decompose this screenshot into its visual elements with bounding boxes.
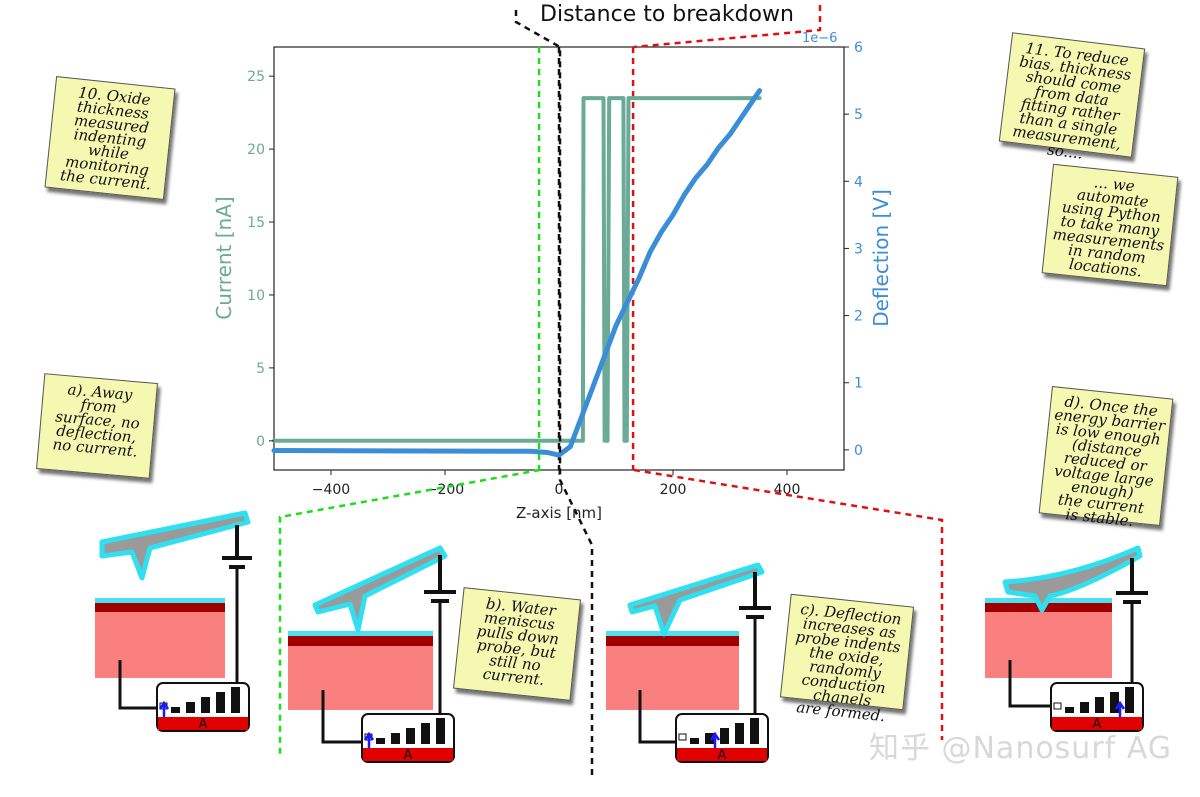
ammeter-label: A: [404, 748, 413, 763]
y-tick-label: 25: [247, 69, 265, 85]
stage-c-illustration: [606, 562, 771, 744]
ammeter-0: A: [156, 682, 250, 732]
ammeter-1: A: [361, 713, 455, 763]
y-right-tick-label: 2: [854, 309, 863, 325]
y-right-tick-label: 4: [854, 174, 863, 190]
y-right-tick-label: 5: [854, 107, 863, 123]
meter-bar: [171, 707, 180, 713]
meter-bar: [720, 728, 729, 744]
x-axis-label: Z-axis [nm]: [516, 504, 602, 522]
meter-bar: [201, 697, 210, 713]
note-d: d). Once the energy barrier is low enoug…: [1038, 385, 1174, 530]
y-tick-label: 20: [247, 142, 265, 158]
green-connector: [278, 468, 541, 755]
ammeter-2: A: [675, 713, 769, 763]
meter-bar: [216, 692, 225, 713]
meter-bar: [1080, 702, 1089, 713]
meter-bar: [421, 723, 430, 744]
meter-bar: [231, 687, 240, 713]
note-10: 10. Oxide thickness measured indenting w…: [44, 76, 176, 200]
ammeter-label: A: [718, 748, 727, 763]
note-11: 11. To reduce bias, thickness should com…: [998, 32, 1146, 163]
meter-bar: [406, 728, 415, 744]
meter-bar: [186, 702, 195, 713]
meter-bar: [1110, 692, 1119, 713]
black-connector: [514, 10, 594, 780]
y-right-tick-label: 0: [854, 443, 863, 459]
meter-bar: [1065, 707, 1074, 713]
y-right-axis-label: Deflection [V]: [869, 189, 893, 327]
watermark-text: 知乎 @Nanosurf AG: [868, 731, 1172, 766]
right-scale-label: 1e−6: [802, 31, 837, 46]
stage-b-illustration: [288, 545, 456, 744]
marker-connectors: [278, 5, 944, 780]
chart-title: Distance to breakdown: [514, 0, 820, 30]
x-tick-label: 200: [660, 482, 687, 498]
current-series: [272, 96, 762, 443]
meter-bar: [1095, 697, 1104, 713]
meter-bar: [690, 738, 699, 744]
note-11b: ... we automate using Python to take man…: [1041, 163, 1179, 287]
meter-bar: [750, 718, 759, 744]
deflection-series: [271, 88, 763, 458]
note-c: c). Deflection increases as probe indent…: [779, 593, 915, 725]
note-a: a). Away from surface, no deflection, no…: [36, 373, 158, 479]
meter-bar: [436, 718, 445, 744]
x-tick-label: 0: [555, 482, 564, 498]
meter-arrow-icon: [709, 731, 721, 748]
ammeter-label: A: [1093, 717, 1102, 732]
y-tick-label: 15: [247, 215, 265, 231]
stage-d-illustration: [985, 545, 1148, 708]
y-right-tick-label: 3: [854, 241, 863, 257]
meter-bar: [1125, 687, 1134, 713]
meter-arrow-icon: [1114, 700, 1126, 717]
ammeter-3: A: [1050, 682, 1144, 732]
meter-bar: [391, 733, 400, 744]
y-right-tick-label: 6: [854, 40, 863, 56]
y-tick-label: 0: [256, 434, 265, 450]
note-b: b). Water meniscus pulls down probe, but…: [452, 587, 582, 701]
red-connector-top: [633, 5, 822, 49]
red-connector-bottom: [633, 468, 944, 740]
y-right-tick-label: 1: [854, 376, 863, 392]
y-tick-label: 10: [247, 288, 265, 304]
ammeter-label: A: [199, 717, 208, 732]
x-tick-label: −200: [426, 482, 464, 498]
x-tick-label: −400: [312, 482, 350, 498]
y-tick-label: 5: [256, 361, 265, 377]
stage-a-illustration: [95, 510, 252, 710]
meter-bar: [735, 723, 744, 744]
meter-bar: [376, 738, 385, 744]
meter-arrow-icon: [158, 700, 170, 717]
y-axis-label: Current [nA]: [212, 196, 236, 319]
meter-bar: [705, 733, 714, 744]
meter-arrow-icon: [363, 731, 375, 748]
